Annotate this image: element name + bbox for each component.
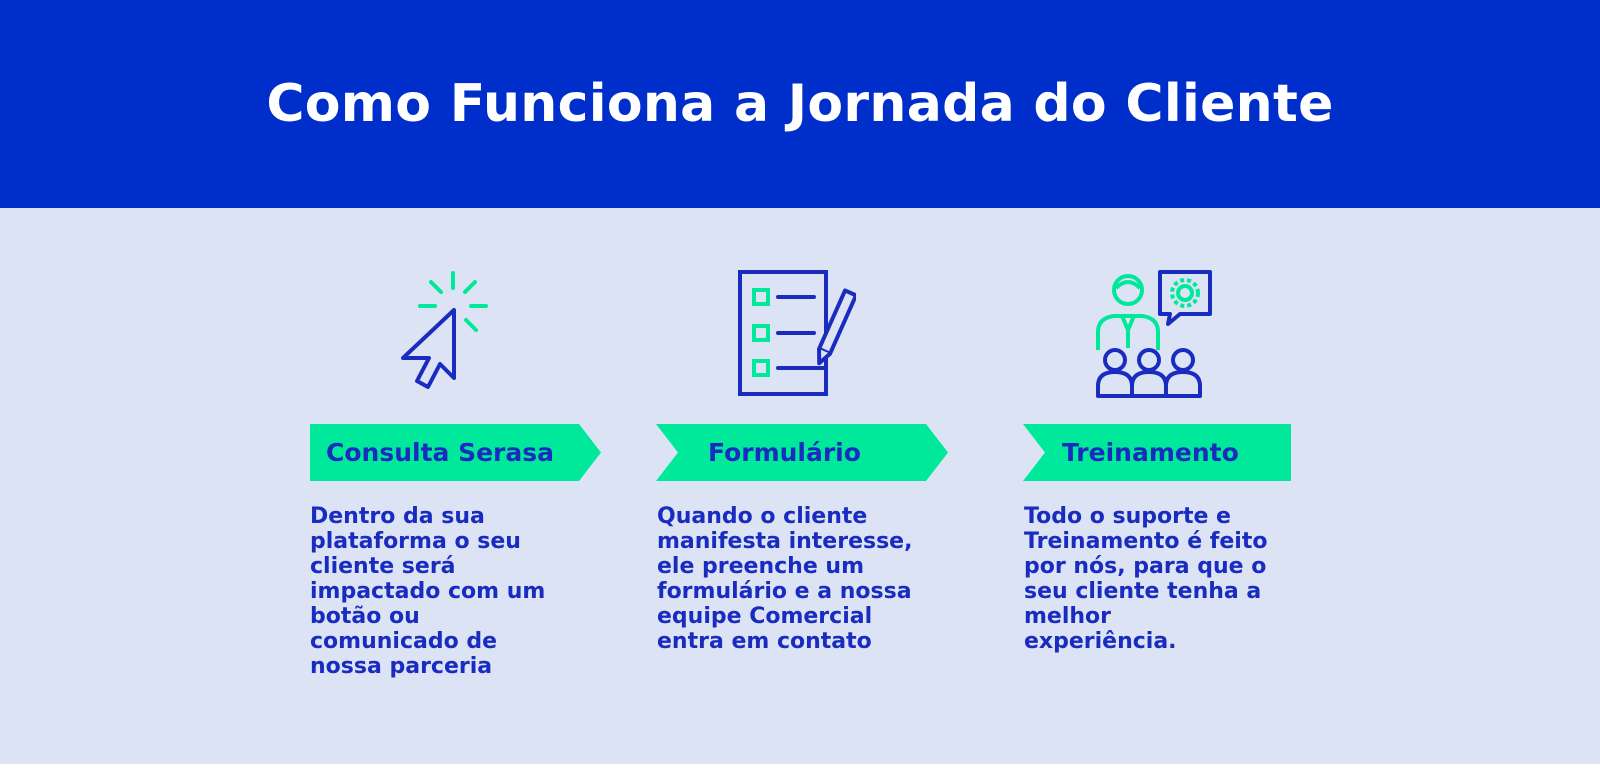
step-title: Treinamento [1062, 438, 1239, 467]
step-title: Consulta Serasa [326, 438, 555, 467]
step-banner-formulario: Formulário [656, 424, 948, 481]
step-description: Dentro da sua plataforma o seu cliente s… [310, 504, 546, 679]
page-title: Como Funciona a Jornada do Cliente [266, 74, 1334, 134]
bottom-border [0, 764, 1600, 772]
step-banner-treinamento: Treinamento [1023, 424, 1291, 481]
trainer-audience-icon [1094, 268, 1214, 398]
header-bar: Como Funciona a Jornada do Cliente [0, 0, 1600, 208]
step-banner-consulta-serasa: Consulta Serasa [310, 424, 601, 481]
step-title: Formulário [708, 438, 861, 467]
checklist-form-icon [736, 268, 856, 398]
step-description: Todo o suporte e Treinamento é feito por… [1024, 504, 1268, 654]
step-description: Quando o cliente manifesta interesse, el… [657, 504, 913, 654]
steps-section: Consulta Serasa Dentro da sua plataforma… [0, 208, 1600, 772]
cursor-click-icon [398, 268, 508, 398]
